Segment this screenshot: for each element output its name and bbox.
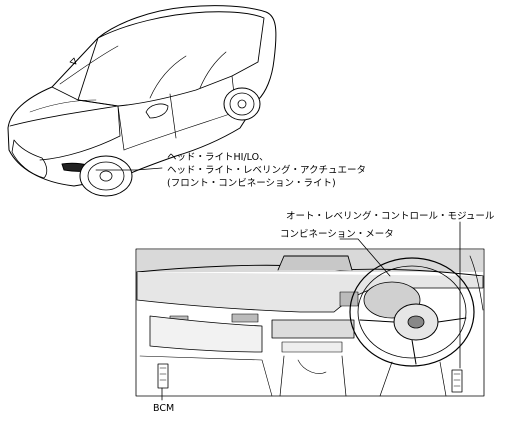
combination-meter-leader-line <box>339 238 391 277</box>
headlight-label-line1: ヘッド・ライトHI/LO、 <box>167 152 269 163</box>
bcm-label: BCM <box>153 403 175 414</box>
car-illustration <box>7 5 277 197</box>
auto-leveling-module-label: オート・レベリング・コントロール・モジュール <box>286 211 495 222</box>
headlight-label-line3: (フロント・コンビネーション・ライト) <box>167 178 336 189</box>
dashboard-illustration <box>135 248 485 397</box>
headlight-leader-line <box>95 167 163 171</box>
headlight-label-line2: ヘッド・ライト・レベリング・アクチュエータ <box>167 165 367 176</box>
combination-meter-label: コンビネーション・メータ <box>280 229 394 240</box>
